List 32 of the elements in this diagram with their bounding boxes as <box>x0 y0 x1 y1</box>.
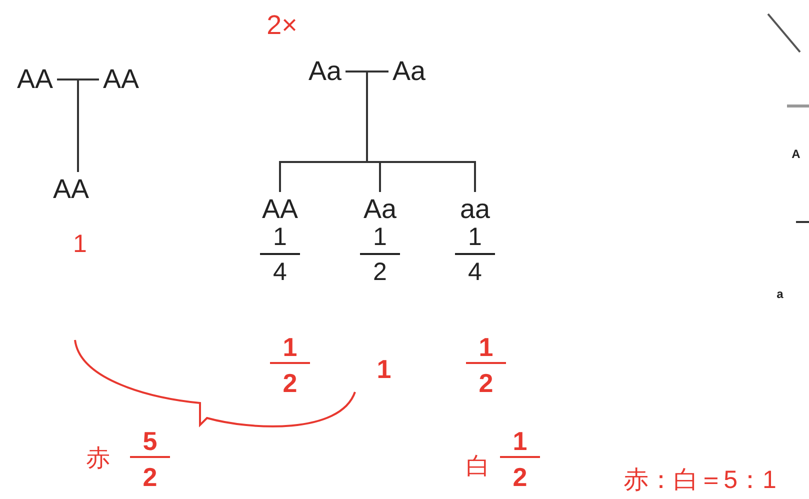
label-text: a <box>776 288 784 300</box>
label-text: 2× <box>266 12 298 39</box>
fraction-number: 5 <box>142 428 158 454</box>
genotype-label: AA <box>52 176 90 203</box>
label-text: 2 <box>478 370 494 396</box>
label-text: 2 <box>142 464 158 490</box>
label-text: 1 <box>73 232 87 257</box>
label-text: 赤 <box>86 447 110 471</box>
genotype-label: Aa <box>392 58 426 85</box>
genotype-label: Aa <box>308 58 342 85</box>
fraction-number: 1 <box>373 225 387 250</box>
label-text: 2 <box>512 464 528 490</box>
connector-line <box>77 78 99 172</box>
fraction-number: 1 <box>512 428 528 454</box>
connector-line <box>366 70 476 192</box>
fraction-number: 1 <box>273 225 287 250</box>
genotype-label: Aa <box>363 196 397 223</box>
label-text: 赤：白＝5：1 <box>624 468 776 493</box>
fraction-number: 4 <box>273 260 287 285</box>
genotype-label: aa <box>460 196 490 223</box>
genotype-label: AA <box>16 66 54 93</box>
fraction-number: 1 <box>478 334 494 360</box>
fraction-number: 1 <box>282 334 298 360</box>
fraction-number: 1 <box>468 225 482 250</box>
label-text: A <box>792 148 800 160</box>
label-text: 2 <box>282 370 298 396</box>
fraction-number: 2 <box>373 260 387 285</box>
genotype-label: AA <box>102 66 140 93</box>
fraction-number: 4 <box>468 260 482 285</box>
label-text: 1 <box>376 356 392 382</box>
genotype-label: AA <box>262 196 298 223</box>
label-text: 白 <box>466 455 490 479</box>
